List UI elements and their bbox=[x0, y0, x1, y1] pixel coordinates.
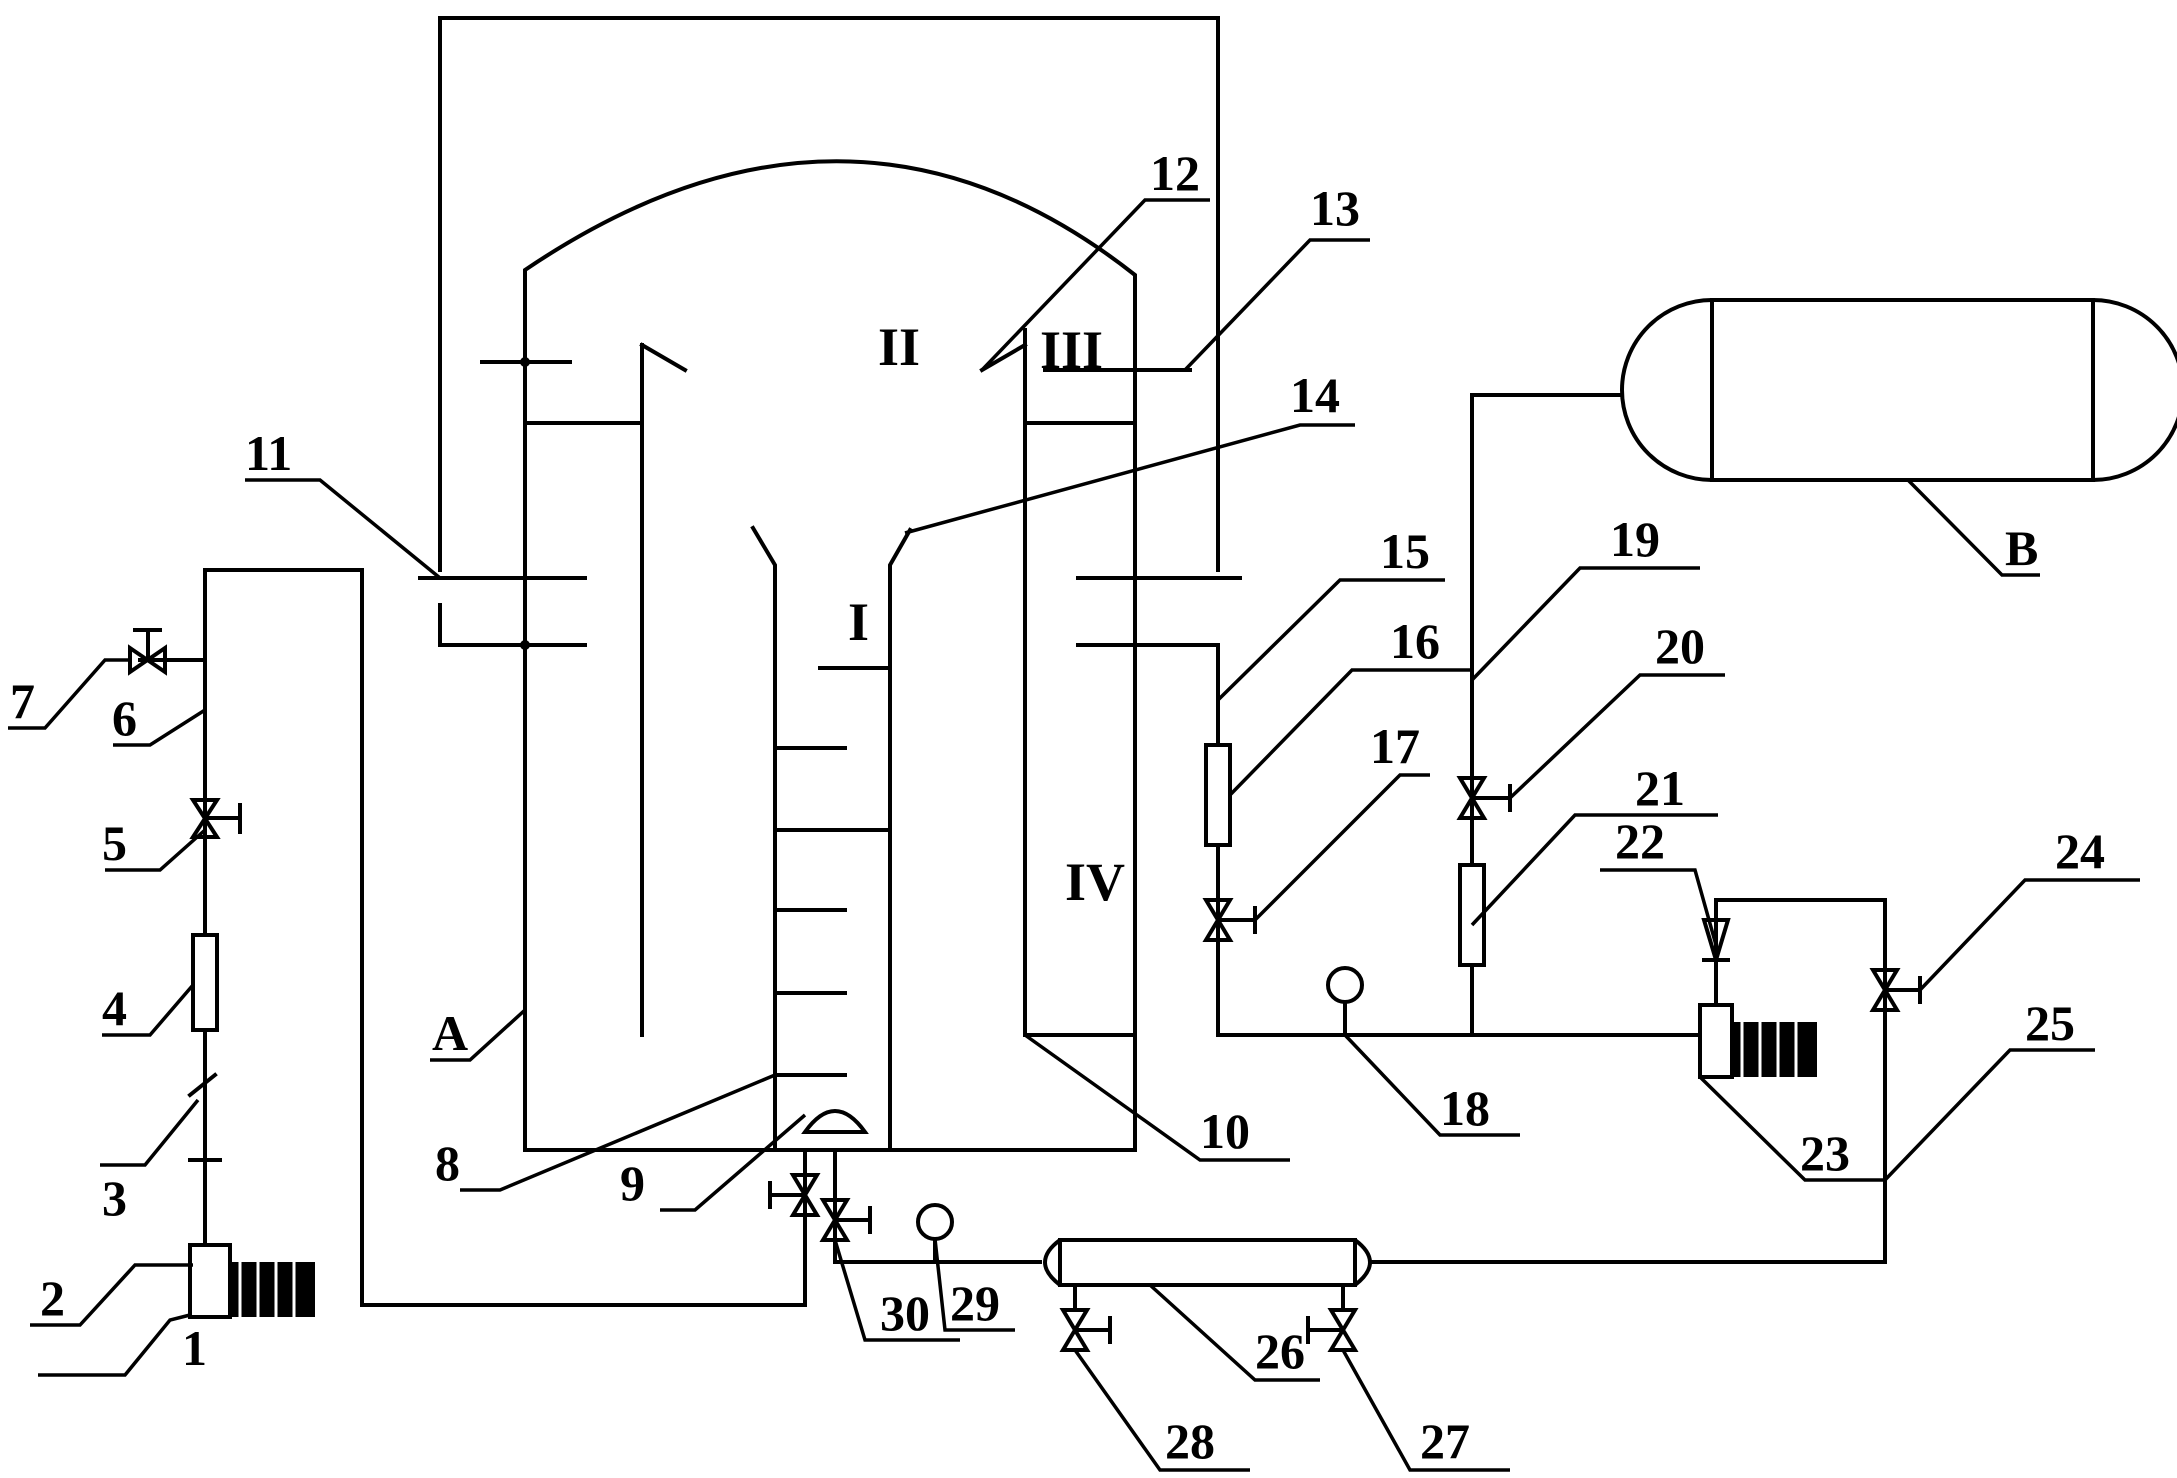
label-30: 30 bbox=[880, 1285, 930, 1341]
label-13: 13 bbox=[1310, 180, 1360, 236]
label-20: 20 bbox=[1655, 618, 1705, 674]
recycle-line bbox=[1202, 393, 1922, 1264]
zone-II: II bbox=[878, 317, 920, 377]
label-23: 23 bbox=[1800, 1125, 1850, 1181]
label-A: A bbox=[432, 1005, 468, 1061]
label-4: 4 bbox=[102, 980, 127, 1036]
label-25: 25 bbox=[2025, 995, 2075, 1051]
label-29: 29 bbox=[950, 1275, 1000, 1331]
label-17: 17 bbox=[1370, 718, 1420, 774]
label-15: 15 bbox=[1380, 523, 1430, 579]
label-8: 8 bbox=[435, 1135, 460, 1191]
label-7: 7 bbox=[10, 673, 35, 729]
label-18: 18 bbox=[1440, 1080, 1490, 1136]
label-5: 5 bbox=[102, 815, 127, 871]
label-19: 19 bbox=[1610, 511, 1660, 567]
zone-III: III bbox=[1040, 320, 1103, 380]
zone-I: I bbox=[848, 592, 869, 652]
label-11: 11 bbox=[245, 425, 292, 481]
label-3: 3 bbox=[102, 1170, 127, 1226]
callout-labels: 1 2 3 4 5 6 7 8 9 10 11 12 13 14 15 16 1… bbox=[10, 145, 2105, 1469]
label-27: 27 bbox=[1420, 1413, 1470, 1469]
zone-labels: I II III IV bbox=[848, 317, 1125, 912]
leader-lines bbox=[8, 198, 2140, 1472]
label-12: 12 bbox=[1150, 145, 1200, 201]
reactor-vessel bbox=[418, 16, 1242, 1152]
label-22: 22 bbox=[1615, 813, 1665, 869]
label-21: 21 bbox=[1635, 760, 1685, 816]
label-2: 2 bbox=[40, 1270, 65, 1326]
label-6: 6 bbox=[112, 690, 137, 746]
label-1: 1 bbox=[182, 1320, 207, 1376]
storage-tank bbox=[1620, 298, 2177, 482]
label-10: 10 bbox=[1200, 1103, 1250, 1159]
label-16: 16 bbox=[1390, 613, 1440, 669]
label-9: 9 bbox=[620, 1155, 645, 1211]
feed-line bbox=[128, 568, 807, 1319]
label-24: 24 bbox=[2055, 823, 2105, 879]
label-26: 26 bbox=[1255, 1323, 1305, 1379]
label-28: 28 bbox=[1165, 1413, 1215, 1469]
label-14: 14 bbox=[1290, 367, 1340, 423]
label-B: B bbox=[2005, 520, 2038, 576]
zone-IV: IV bbox=[1065, 852, 1125, 912]
